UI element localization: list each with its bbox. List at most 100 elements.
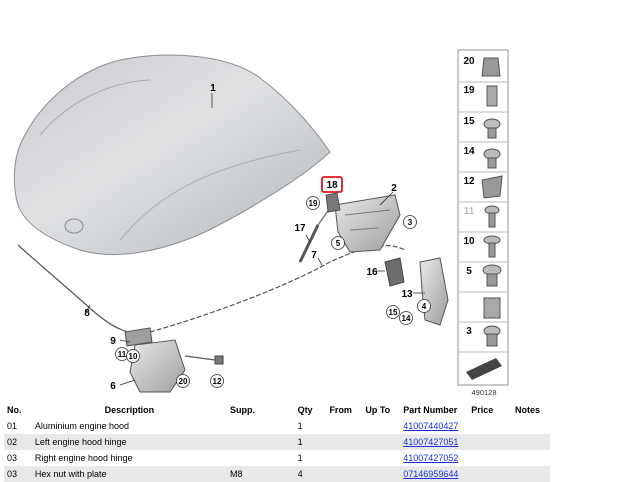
callout-bracket: 13 [401, 289, 413, 300]
row-description: Aluminium engine hood [31, 418, 227, 434]
callout-strut: 17 [294, 223, 306, 234]
col-price: Price [471, 405, 494, 415]
circle-callout-11: 11 [115, 347, 129, 361]
row-notes [512, 434, 550, 450]
table-row[interactable]: 03 Right engine hood hinge 1 41007427052 [4, 450, 550, 466]
svg-text:12: 12 [213, 377, 222, 386]
engine-hood[interactable] [13, 54, 331, 255]
circle-callout-4: 4 [417, 299, 431, 313]
panel-item-20[interactable]: 20 [458, 56, 508, 83]
hood-lock[interactable] [124, 327, 224, 393]
part-number-link[interactable]: 41007427051 [403, 437, 459, 447]
row-notes [512, 450, 550, 466]
release-cable-8[interactable] [17, 244, 151, 334]
svg-text:12: 12 [463, 176, 475, 187]
row-from [326, 418, 363, 434]
row-supp [226, 434, 295, 450]
row-up-to [362, 466, 401, 482]
svg-text:3: 3 [466, 326, 472, 337]
fastener-side-panel: 20 19 15 14 12 [457, 49, 509, 386]
row-description: Left engine hood hinge [31, 434, 227, 450]
panel-item-19[interactable]: 19 [458, 85, 508, 113]
callout-left-hinge: 2 [391, 183, 397, 194]
circle-callout-5: 5 [331, 236, 345, 250]
row-no: 03 [4, 466, 32, 482]
panel-item-15[interactable]: 15 [458, 116, 508, 143]
row-supp [226, 418, 295, 434]
callout-handle: 9 [110, 336, 116, 347]
panel-item-10[interactable]: 10 [458, 235, 508, 263]
table-row[interactable]: 03 Hex nut with plate M8 4 07146959644 [4, 466, 550, 482]
svg-text:18: 18 [326, 180, 338, 191]
svg-text:11: 11 [464, 206, 475, 217]
col-up-to: Up To [365, 405, 391, 415]
row-part-number: 41007440427 [400, 418, 469, 434]
row-from [326, 434, 363, 450]
hood-hinge[interactable] [334, 194, 401, 253]
table-row[interactable]: 02 Left engine hood hinge 1 41007427051 [4, 434, 550, 450]
callout-cable-7: 7 [311, 250, 317, 261]
callout-buffer: 16 [366, 267, 378, 278]
svg-text:4: 4 [422, 302, 427, 311]
circle-callout-14: 14 [399, 311, 413, 325]
part-number-link[interactable]: 41007440427 [403, 421, 459, 431]
row-notes [512, 418, 550, 434]
part-number-link[interactable]: 07146959644 [403, 469, 459, 479]
table-row[interactable]: 01 Aluminium engine hood 1 41007440427 [4, 418, 550, 434]
col-supp: Supp. [229, 405, 255, 415]
part-number-link[interactable]: 41007427052 [403, 453, 459, 463]
panel-item-11[interactable]: 11 [458, 205, 508, 233]
svg-text:3: 3 [408, 218, 413, 227]
row-description: Right engine hood hinge [31, 450, 227, 466]
col-no: No. [7, 405, 22, 415]
circle-callout-19: 19 [306, 196, 320, 210]
release-cable-7[interactable] [149, 244, 406, 333]
row-part-number: 41007427052 [400, 450, 469, 466]
panel-item-3[interactable]: 3 [458, 325, 508, 353]
row-no: 03 [4, 450, 32, 466]
parts-table-header: No. Description Supp. Qty From Up To Par… [4, 402, 550, 418]
panel-item-12[interactable]: 12 [458, 175, 508, 203]
parts-diagram: 1 2 17 7 8 9 16 13 6 19 3 5 4 15 [13, 49, 509, 397]
row-from [326, 466, 363, 482]
row-part-number: 41007427051 [400, 434, 469, 450]
diagram-image-number: 490128 [471, 388, 496, 397]
svg-text:19: 19 [309, 199, 318, 208]
svg-text:5: 5 [466, 266, 472, 277]
circle-callout-15: 15 [386, 305, 400, 319]
row-no: 01 [4, 418, 32, 434]
row-qty: 1 [294, 450, 327, 466]
row-qty: 1 [294, 418, 327, 434]
hood-bracket[interactable] [419, 257, 449, 326]
row-up-to [362, 418, 401, 434]
row-up-to [362, 434, 401, 450]
row-price [468, 434, 513, 450]
panel-item-unlabeled[interactable] [458, 297, 508, 323]
row-qty: 4 [294, 466, 327, 482]
row-no: 02 [4, 434, 32, 450]
row-notes [512, 466, 550, 482]
row-qty: 1 [294, 434, 327, 450]
col-from: From [329, 405, 352, 415]
svg-text:20: 20 [179, 377, 188, 386]
svg-text:14: 14 [463, 146, 475, 157]
svg-text:10: 10 [463, 236, 475, 247]
col-notes: Notes [515, 405, 541, 415]
leader-lines [85, 93, 425, 386]
svg-text:5: 5 [336, 239, 341, 248]
circle-callout-12: 12 [210, 374, 224, 388]
col-description: Description [104, 405, 155, 415]
col-qty: Qty [297, 405, 313, 415]
svg-text:20: 20 [463, 56, 475, 67]
callout-cable-8: 8 [84, 308, 90, 319]
svg-text:19: 19 [463, 85, 475, 96]
callout-highlight-18[interactable]: 18 [321, 176, 343, 213]
svg-text:14: 14 [402, 314, 411, 323]
row-supp: M8 [226, 466, 295, 482]
panel-item-5[interactable]: 5 [458, 264, 508, 293]
circle-callout-3: 3 [403, 215, 417, 229]
panel-item-14[interactable]: 14 [458, 146, 508, 173]
hood-buffer[interactable] [384, 257, 405, 287]
row-supp [226, 450, 295, 466]
svg-text:11: 11 [118, 350, 127, 359]
